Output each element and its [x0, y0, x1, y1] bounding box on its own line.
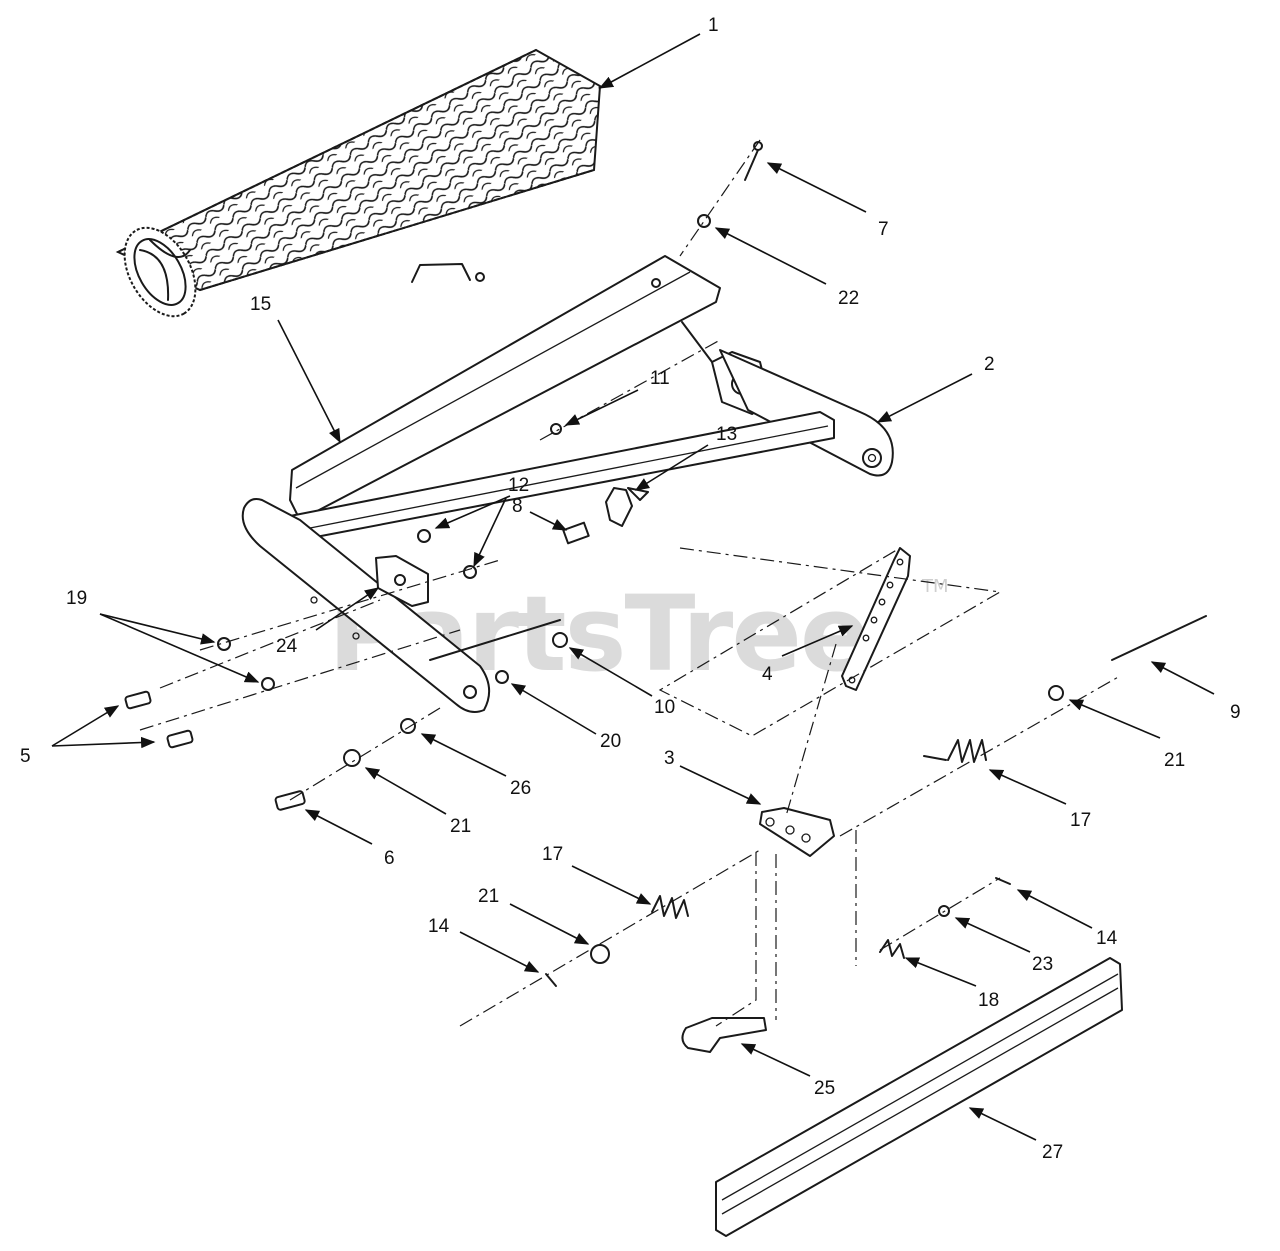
callout-23: 23	[1032, 954, 1053, 975]
leader-4	[781, 625, 854, 657]
callout-13: 13	[716, 424, 737, 445]
callout-17-left: 17	[542, 844, 563, 865]
leader-2	[876, 373, 973, 423]
callout-5: 5	[20, 746, 31, 767]
leader-27	[968, 1107, 1037, 1141]
callout-8: 8	[512, 496, 523, 517]
bottom-bar	[715, 957, 1123, 1237]
callout-20: 20	[600, 731, 621, 752]
springs	[651, 739, 987, 959]
callout-27: 27	[1042, 1142, 1063, 1163]
callout-21-right: 21	[1164, 750, 1185, 771]
leader-21-right	[1068, 699, 1161, 739]
right-side-arm	[719, 349, 894, 477]
leader-5a	[51, 705, 120, 747]
leader-3	[679, 765, 762, 805]
callout-18: 18	[978, 990, 999, 1011]
roller-drum	[115, 48, 602, 318]
leader-19b	[99, 613, 260, 683]
callout-22: 22	[838, 288, 859, 309]
handle	[681, 1017, 767, 1053]
leader-21-mid	[364, 767, 447, 815]
cross-bar	[289, 411, 835, 545]
callout-24: 24	[276, 636, 298, 657]
leader-11	[564, 389, 639, 426]
assembly-lines	[139, 139, 1121, 1027]
leader-1	[598, 33, 701, 89]
leader-7	[766, 162, 867, 213]
rod	[1111, 615, 1207, 661]
callout-15: 15	[250, 294, 271, 315]
callout-14-left: 14	[428, 916, 450, 937]
leader-19a	[99, 613, 216, 645]
callout-2: 2	[984, 354, 995, 375]
callout-9: 9	[1230, 702, 1241, 723]
leader-6	[304, 809, 373, 845]
callout-3: 3	[664, 748, 675, 769]
leader-15	[277, 319, 341, 444]
callout-19: 19	[66, 588, 87, 609]
lever-bracket	[759, 807, 835, 857]
callout-6: 6	[384, 848, 395, 869]
leader-17-right	[988, 769, 1067, 805]
callout-25: 25	[814, 1078, 835, 1099]
callout-7: 7	[878, 219, 889, 240]
leader-25	[740, 1043, 811, 1077]
leader-12b	[473, 497, 507, 568]
leader-5b	[51, 736, 156, 749]
top-rail	[289, 255, 721, 521]
callout-14-right: 14	[1096, 928, 1118, 949]
leader-13	[634, 444, 709, 491]
leader-18	[904, 957, 977, 987]
leader-22	[714, 227, 827, 285]
callout-4: 4	[762, 664, 773, 685]
callout-21-mid: 21	[450, 816, 471, 837]
leader-14-left	[459, 931, 540, 973]
callout-17-right: 17	[1070, 810, 1091, 831]
callouts: 1 7 22 2 11 15 13 12 8 24 19 5 10 20 4	[20, 15, 1241, 1163]
callout-21-left: 21	[478, 886, 499, 907]
leader-14-right	[1016, 889, 1093, 929]
leader-10	[568, 647, 653, 697]
leader-24	[315, 587, 380, 631]
watermark-trademark: TM	[921, 576, 949, 597]
hardware	[124, 141, 1064, 987]
leader-26	[420, 733, 507, 777]
callout-11: 11	[650, 368, 670, 389]
leader-12a	[434, 495, 511, 529]
leader-17-left	[571, 865, 652, 905]
callout-12: 12	[508, 475, 529, 496]
leader-8	[529, 511, 568, 531]
leader-20	[510, 683, 597, 735]
callout-10: 10	[654, 697, 675, 718]
callout-1: 1	[708, 15, 719, 36]
adjustment-strap	[841, 547, 911, 691]
leader-9	[1150, 661, 1215, 695]
leader-21-left	[509, 903, 590, 945]
callout-26: 26	[510, 778, 531, 799]
leader-23	[954, 917, 1031, 953]
